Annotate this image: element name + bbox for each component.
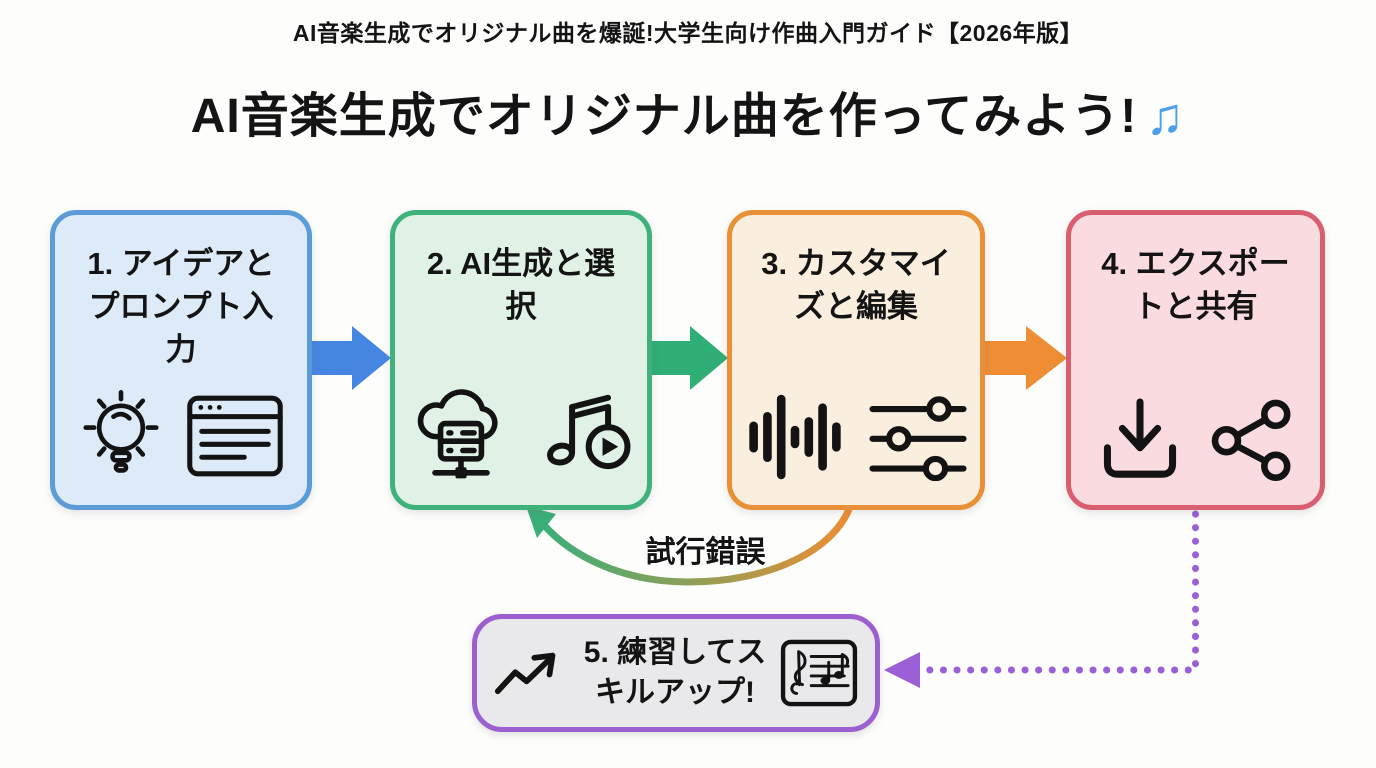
- step-4-label: 4. エクスポー トと共有: [1101, 246, 1290, 324]
- step-4-icons: [1071, 395, 1320, 483]
- feedback-loop-label: 試行錯誤: [645, 536, 766, 569]
- step-3-box: 3. カスタマイ ズと編集: [727, 210, 985, 510]
- feedback-loop-arrowhead-icon: [526, 506, 556, 538]
- page-title-text: AI音楽生成でオリジナル曲を作ってみよう!: [190, 90, 1138, 143]
- dotted-connector-arrowhead-icon: [884, 652, 920, 688]
- step-3-label: 3. カスタマイ ズと編集: [761, 246, 951, 324]
- step-2-label: 2. AI生成と選 択: [426, 246, 616, 324]
- final-step-box: 5. 練習してス キルアップ!: [472, 614, 880, 732]
- music-note-play-icon: [537, 384, 633, 478]
- share-icon: [1208, 395, 1296, 483]
- browser-window-icon: [187, 395, 283, 477]
- step-3-icons: [732, 391, 980, 483]
- step-1-box: 1. アイデアと プロンプト入 力: [50, 210, 312, 510]
- final-step-label: 5. 練習してス キルアップ!: [583, 635, 767, 710]
- page-subtitle: AI音楽生成でオリジナル曲を爆誕!大学生向け作曲入門ガイド【2026年版】: [292, 20, 1084, 46]
- cloud-server-icon: [409, 379, 513, 483]
- step-1-icons: [55, 389, 307, 483]
- sliders-icon: [869, 393, 967, 481]
- lightbulb-icon: [79, 389, 163, 483]
- arrow-step1-to-step2: [312, 326, 391, 390]
- download-icon: [1096, 395, 1184, 483]
- step-4-box: 4. エクスポー トと共有: [1066, 210, 1325, 510]
- page-title: AI音楽生成でオリジナル曲を作ってみよう!♫: [0, 76, 1376, 147]
- step-1-label: 1. アイデアと プロンプト入 力: [87, 246, 275, 367]
- arrow-step3-to-step4: [985, 326, 1067, 390]
- music-note-emoji: ♫: [1145, 88, 1186, 146]
- sheet-music-icon: [780, 639, 858, 707]
- step-2-box: 2. AI生成と選 択: [390, 210, 652, 510]
- step-2-icons: [395, 379, 647, 483]
- dotted-connector-step4-to-step5: [920, 510, 1199, 674]
- waveform-icon: [745, 391, 845, 483]
- arrow-step2-to-step3: [652, 326, 728, 390]
- trend-up-icon: [494, 643, 570, 703]
